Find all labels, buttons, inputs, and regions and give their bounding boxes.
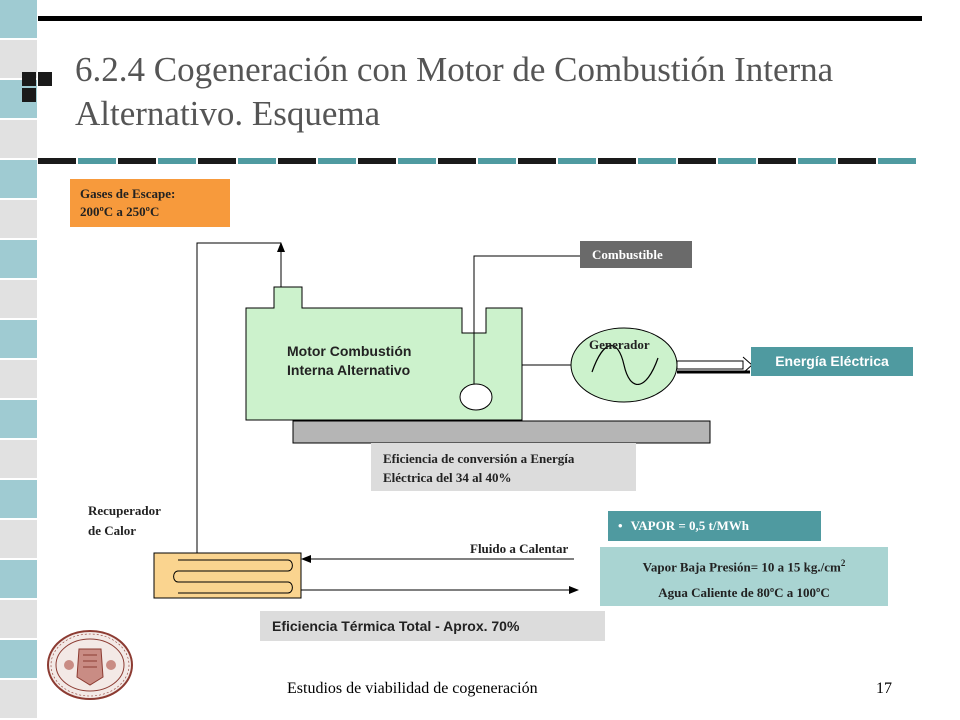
bullet-icon: • (618, 518, 623, 533)
exhaust-gases-label: Gases de Escape: (80, 186, 176, 201)
footer-text: Estudios de viabilidad de cogeneración (287, 680, 538, 697)
conversion-efficiency-box: Eficiencia de conversión a Energía Eléct… (371, 443, 636, 491)
fuel-line (473, 255, 580, 385)
power-output-arrow-body (676, 360, 744, 370)
band-cell (0, 320, 37, 358)
divider-dash (798, 158, 836, 164)
divider-dash (78, 158, 116, 164)
divider-dash (158, 158, 196, 164)
fuel-label: Combustible (592, 247, 663, 262)
divider-dash (198, 158, 236, 164)
band-cell (0, 600, 37, 638)
page-title: 6.2.4 Cogeneración con Motor de Combusti… (75, 50, 834, 133)
recuperator-label-line2: de Calor (88, 523, 137, 538)
divider-dash (438, 158, 476, 164)
band-cell (0, 120, 37, 158)
divider-dash (638, 158, 676, 164)
band-cell (0, 400, 37, 438)
band-cell (0, 160, 37, 198)
divider-dash (358, 158, 396, 164)
divider-dash (398, 158, 436, 164)
engine-label-line2: Interna Alternativo (287, 362, 411, 378)
divider-dash (238, 158, 276, 164)
exhaust-gases-temp: 200ºC a 250ºC (80, 204, 160, 219)
band-cell (0, 360, 37, 398)
title-divider (38, 158, 916, 164)
steam-ratio-box: • VAPOR = 0,5 t/MWh (608, 511, 821, 541)
exhaust-gases-box: Gases de Escape: 200ºC a 250ºC (70, 179, 230, 227)
divider-dash (758, 158, 796, 164)
band-cell (0, 40, 37, 78)
university-seal-logo (47, 630, 133, 700)
steam-ratio-label: VAPOR = 0,5 t/MWh (630, 518, 749, 533)
hot-water-line: Agua Caliente de 80ºC a 100ºC (658, 585, 830, 601)
left-decorative-band (0, 0, 37, 718)
top-rule (38, 16, 922, 21)
divider-dash (118, 158, 156, 164)
divider-dash (518, 158, 556, 164)
engine-block (245, 286, 523, 421)
band-cell (0, 200, 37, 238)
recuperator-label-line1: Recuperador (88, 503, 161, 518)
band-cell (0, 520, 37, 558)
total-thermal-efficiency-box: Eficiencia Térmica Total - Aprox. 70% (260, 611, 605, 641)
band-cell (0, 480, 37, 518)
divider-dash (478, 158, 516, 164)
conversion-efficiency-line1: Eficiencia de conversión a Energía (383, 451, 575, 466)
divider-dash (318, 158, 356, 164)
low-pressure-steam-sup: 2 (840, 558, 846, 568)
divider-dash (38, 158, 76, 164)
divider-dash (598, 158, 636, 164)
recuperator-coil (173, 559, 293, 594)
divider-dash (678, 158, 716, 164)
electric-energy-box: Energía Eléctrica (751, 347, 913, 376)
low-pressure-steam-text: Vapor Baja Presión= 10 a 15 kg./cm (642, 559, 841, 575)
electric-energy-label: Energía Eléctrica (775, 353, 889, 369)
low-pressure-steam-line: Vapor Baja Presión= 10 a 15 kg./cm2 (600, 550, 888, 580)
page-number: 17 (876, 680, 892, 697)
band-cell (0, 640, 37, 678)
divider-dash (278, 158, 316, 164)
engine-base (292, 420, 711, 444)
divider-dash (838, 158, 876, 164)
band-cell (0, 240, 37, 278)
engine-label: Motor Combustión Interna Alternativo (287, 342, 411, 380)
generator-label: Generador (589, 337, 650, 352)
band-cell (0, 560, 37, 598)
fuel-box: Combustible (580, 241, 692, 268)
fluid-label: Fluido a Calentar (470, 541, 569, 556)
fuel-injector-circle (459, 383, 493, 411)
recuperator-label: Recuperador de Calor (88, 501, 161, 541)
exhaust-pipe-line (196, 242, 281, 553)
conversion-efficiency-line2: Eléctrica del 34 al 40% (383, 470, 512, 485)
total-thermal-efficiency-label: Eficiencia Térmica Total - Aprox. 70% (272, 618, 520, 634)
title-bullet-squares-icon (22, 72, 52, 102)
divider-dash (718, 158, 756, 164)
divider-dash (558, 158, 596, 164)
steam-water-box: Vapor Baja Presión= 10 a 15 kg./cm2 Agua… (600, 547, 888, 606)
sine-wave-icon (591, 345, 659, 385)
band-cell (0, 280, 37, 318)
band-cell (0, 680, 37, 718)
band-cell (0, 0, 37, 38)
engine-label-line1: Motor Combustión (287, 343, 412, 359)
band-cell (0, 440, 37, 478)
divider-dash (878, 158, 916, 164)
